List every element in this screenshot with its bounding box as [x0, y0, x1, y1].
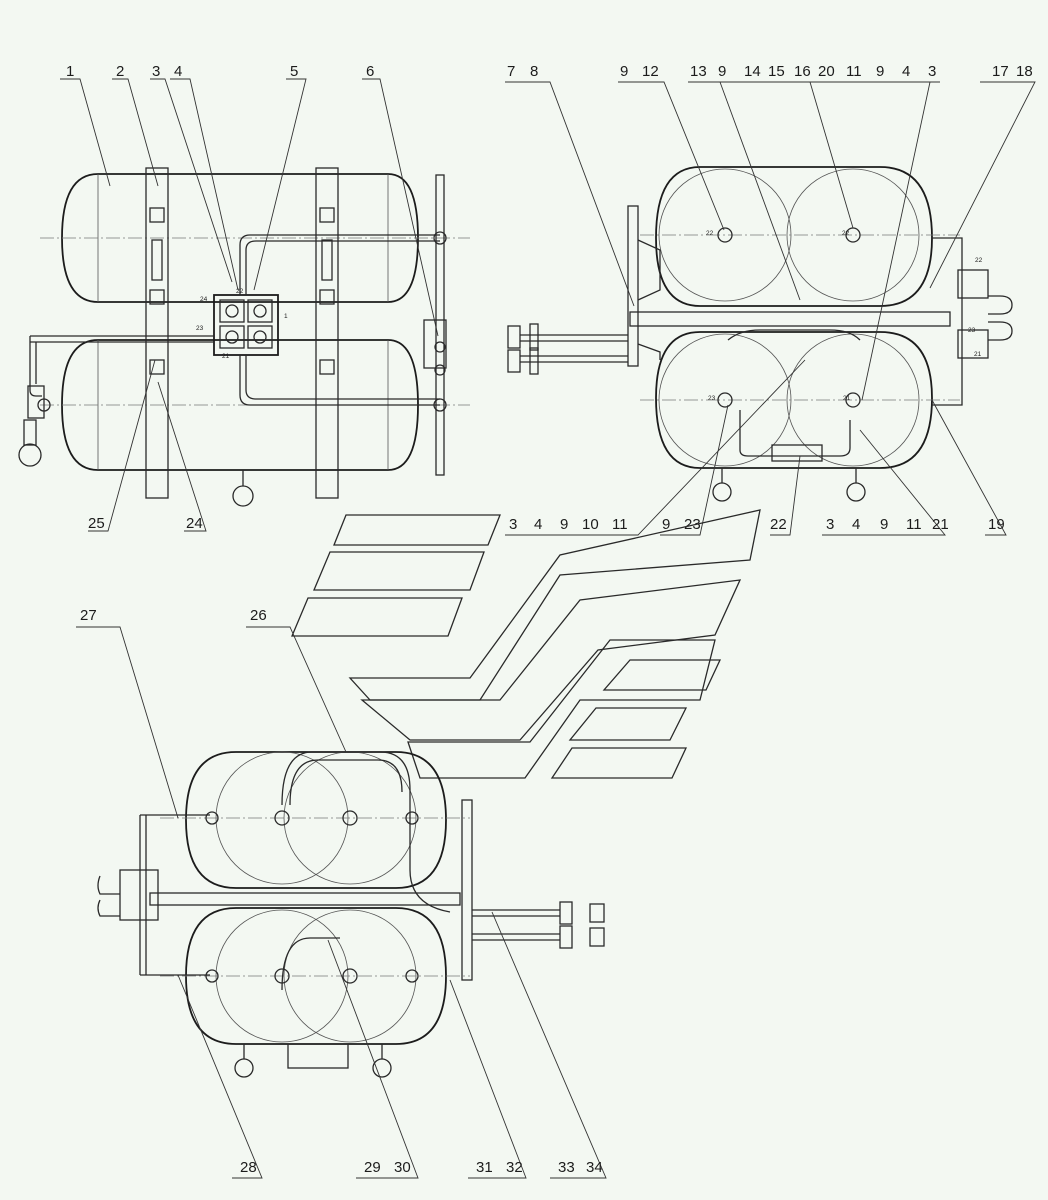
callout-label: 21 — [932, 516, 949, 533]
callout-label: 4 — [534, 516, 542, 533]
port-label: 23 — [708, 395, 716, 402]
port-label: 22 — [975, 257, 983, 264]
callout-label: 9 — [560, 516, 568, 533]
callout-label: 9 — [718, 63, 726, 80]
callout-label: 11 — [612, 516, 628, 533]
port-label: 23 — [196, 325, 204, 332]
callout-label: 16 — [794, 63, 811, 80]
callout-label: 18 — [1016, 63, 1033, 80]
callout-label: 32 — [506, 1159, 523, 1176]
callout-label: 9 — [620, 63, 628, 80]
port-label: 21 — [222, 353, 230, 360]
callout-label: 33 — [558, 1159, 575, 1176]
callout-label: 28 — [240, 1159, 257, 1176]
callout-label: 4 — [902, 63, 910, 80]
callout-label: 2 — [116, 63, 124, 80]
port-label: 23 — [968, 327, 976, 334]
port-label: 22 — [706, 230, 714, 237]
valve-block — [213, 294, 279, 356]
strap-left — [145, 167, 169, 499]
callout-label: 10 — [582, 516, 599, 533]
port-label: 21 — [843, 395, 851, 402]
callout-label: 3 — [152, 63, 160, 80]
callout-label: 20 — [818, 63, 835, 80]
callout-label: 9 — [662, 516, 670, 533]
callout-label: 1 — [66, 63, 74, 80]
callout-label: 12 — [642, 63, 659, 80]
callout-label: 11 — [906, 516, 922, 533]
callout-label: 30 — [394, 1159, 411, 1176]
callout-label: 26 — [250, 607, 267, 624]
bottom-view: 27 26 28 29 30 31 32 33 34 — [76, 607, 607, 1179]
callout-label: 25 — [88, 515, 105, 532]
callout-label: 11 — [846, 63, 862, 80]
callout-label: 15 — [768, 63, 785, 80]
port-label: 22 — [842, 230, 850, 237]
callout-label: 24 — [186, 515, 203, 532]
port-label: 24 — [200, 296, 208, 303]
callout-label: 17 — [992, 63, 1009, 80]
callout-label: 13 — [690, 63, 707, 80]
callout-label: 3 — [928, 63, 936, 80]
tank-end-outline — [655, 166, 933, 307]
callout-label: 5 — [290, 63, 298, 80]
callout-label: 3 — [826, 516, 834, 533]
callout-label: 9 — [880, 516, 888, 533]
strap-right — [315, 167, 339, 499]
port-label: 21 — [974, 351, 982, 358]
callout-label: 4 — [174, 63, 182, 80]
callout-label: 34 — [586, 1159, 603, 1176]
callout-label: 27 — [80, 607, 97, 624]
callout-label: 31 — [476, 1159, 493, 1176]
tank-bottom-outline — [185, 751, 447, 889]
callout-label: 4 — [852, 516, 860, 533]
callout-label: 9 — [876, 63, 884, 80]
side-view: 22 24 23 21 1 — [18, 63, 470, 532]
callout-label: 19 — [988, 516, 1005, 533]
end-view: 22 22 23 21 22 23 21 7 8 9 12 13 9 14 15… — [505, 63, 1036, 536]
port-label: 1 — [284, 313, 288, 320]
callout-label: 14 — [744, 63, 761, 80]
callout-label: 7 — [507, 63, 515, 80]
callout-label: 22 — [770, 516, 787, 533]
callout-label: 23 — [684, 516, 701, 533]
callout-label: 3 — [509, 516, 517, 533]
callout-label: 29 — [364, 1159, 381, 1176]
logo-stripes — [291, 509, 761, 779]
callout-label: 8 — [530, 63, 538, 80]
callout-label: 6 — [366, 63, 374, 80]
